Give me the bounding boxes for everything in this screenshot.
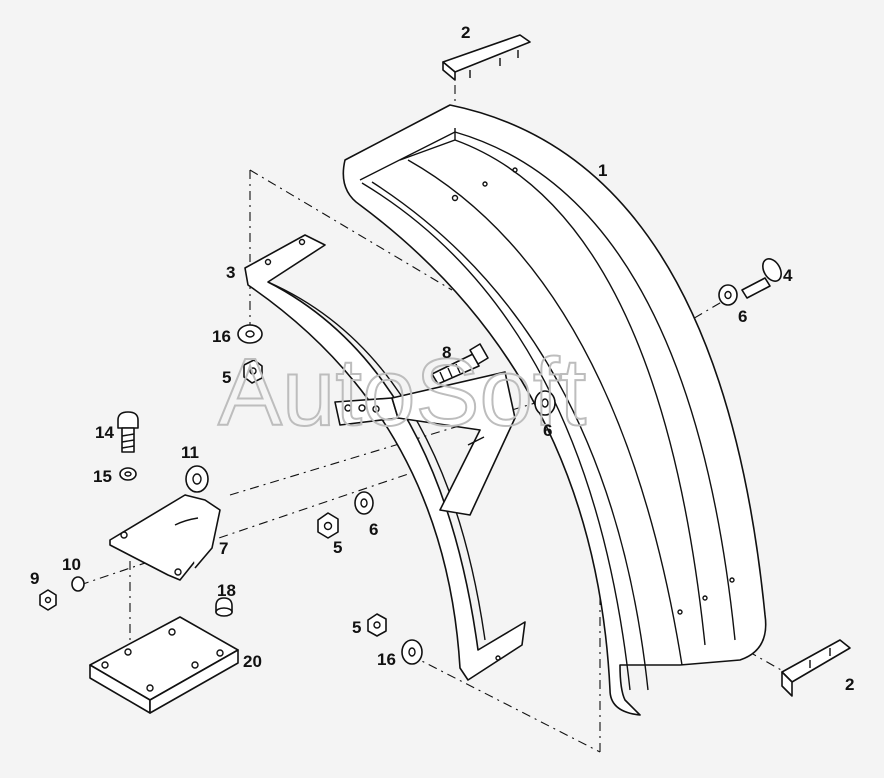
pad-bottom-part [781, 639, 851, 697]
callout-1: 1 [598, 161, 607, 180]
callout-6-mid: 6 [369, 520, 378, 539]
callout-2-bottom: 2 [845, 675, 854, 694]
support-strip-part [244, 234, 526, 681]
bolt-4-part [718, 258, 782, 306]
washer-11-part [185, 465, 209, 493]
callout-3: 3 [226, 263, 235, 282]
nut-5-upper [243, 359, 263, 384]
callout-4: 4 [783, 266, 793, 285]
bolt-8-part [431, 343, 489, 385]
nut-5-lower [367, 613, 387, 637]
callout-5-upper: 5 [222, 368, 231, 387]
nut-5-mid [317, 512, 339, 539]
bracket-7-part [109, 494, 221, 581]
callout-10: 10 [62, 555, 81, 574]
spring-washer-15 [119, 467, 137, 481]
callout-5-mid: 5 [333, 538, 342, 557]
fender-part [342, 104, 767, 716]
callout-16-upper: 16 [212, 327, 231, 346]
washer-10-part [71, 576, 85, 592]
washer-6-mid [354, 491, 374, 515]
washer-6-right [534, 390, 556, 416]
callout-6-right: 6 [738, 307, 747, 326]
bolt-14-part [117, 411, 139, 453]
callout-8: 8 [442, 343, 451, 362]
block-20-part [89, 616, 239, 714]
callout-2-top: 2 [461, 23, 470, 42]
washer-16-upper [237, 324, 263, 344]
watermark-text: AutoSoft [218, 339, 586, 446]
callout-5-lower: 5 [352, 618, 361, 637]
callout-labels: 1 2 2 3 4 5 5 5 6 6 6 7 8 9 10 11 14 15 … [30, 23, 854, 694]
callout-20: 20 [243, 652, 262, 671]
callout-18: 18 [217, 581, 236, 600]
washer-16-lower [401, 639, 423, 665]
callout-6-upper: 6 [543, 421, 552, 440]
callout-11: 11 [181, 443, 199, 462]
callout-9: 9 [30, 569, 39, 588]
callout-15: 15 [93, 467, 112, 486]
callout-7: 7 [219, 539, 228, 558]
nut-9-part [39, 589, 57, 611]
callout-16-lower: 16 [377, 650, 396, 669]
callout-14: 14 [95, 423, 114, 442]
pad-top-part [442, 34, 531, 81]
plug-18-part [215, 597, 233, 617]
